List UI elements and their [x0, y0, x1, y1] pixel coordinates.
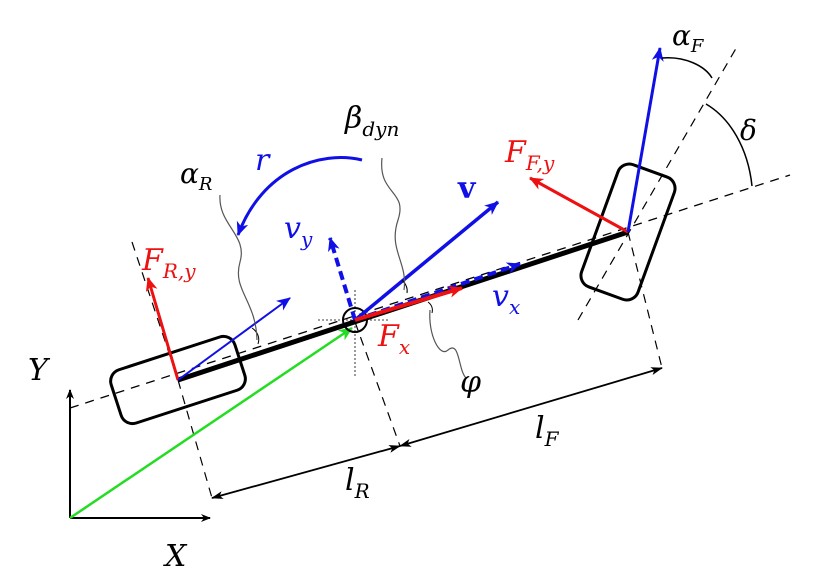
rear-wheel-axis-dashed — [131, 241, 179, 381]
front-projection-line — [627, 231, 663, 369]
beta-dyn-leader — [381, 157, 406, 291]
phi-leader — [429, 309, 467, 379]
label-v-y: vy — [284, 211, 313, 251]
velocity-y-arrow — [328, 237, 357, 321]
phi-small-arc — [427, 301, 433, 314]
label-v-x: vx — [492, 279, 520, 319]
longitudinal-force-arrow — [354, 285, 463, 322]
label-F-F-y: FF,y — [504, 135, 555, 175]
beta-small-arc — [401, 279, 408, 294]
alpha-R-leader — [219, 194, 258, 341]
label-v: v — [457, 171, 477, 206]
delta-arc — [705, 103, 753, 187]
vehicle-axis-dashed — [69, 174, 791, 409]
label-F-x: Fx — [377, 319, 410, 359]
alpha-R-small-arc — [251, 327, 260, 345]
label-delta: δ — [740, 114, 757, 147]
label-l-F: lF — [535, 411, 560, 451]
label-alpha-F: αF — [672, 19, 705, 57]
label-r: r — [255, 143, 271, 178]
label-l-R: lR — [345, 463, 370, 503]
front-wheel — [579, 162, 677, 302]
rear-projection-line — [177, 379, 213, 499]
yaw-rate-arrow — [236, 156, 363, 236]
front-wheel-velocity-arrow — [626, 47, 664, 233]
rear-wheel-velocity-arrow — [177, 297, 291, 381]
l-R-dimension — [211, 445, 401, 499]
label-alpha-R: αR — [180, 157, 212, 195]
label-X: X — [163, 539, 188, 574]
velocity-arrow — [353, 200, 500, 322]
alpha-F-arc — [661, 57, 713, 79]
front-lateral-force-arrow — [529, 176, 629, 234]
cog-projection-line — [354, 321, 401, 447]
front-wheel-axis-dashed — [577, 44, 739, 321]
l-F-dimension — [399, 367, 663, 447]
center-of-gravity — [342, 307, 368, 333]
rear-lateral-force-arrow — [145, 277, 180, 381]
label-Y: Y — [28, 353, 51, 388]
position-vector — [69, 326, 353, 520]
label-phi: φ — [460, 365, 481, 400]
label-F-R-y: FR,y — [141, 243, 196, 283]
label-beta-dyn: βdyn — [344, 101, 399, 141]
